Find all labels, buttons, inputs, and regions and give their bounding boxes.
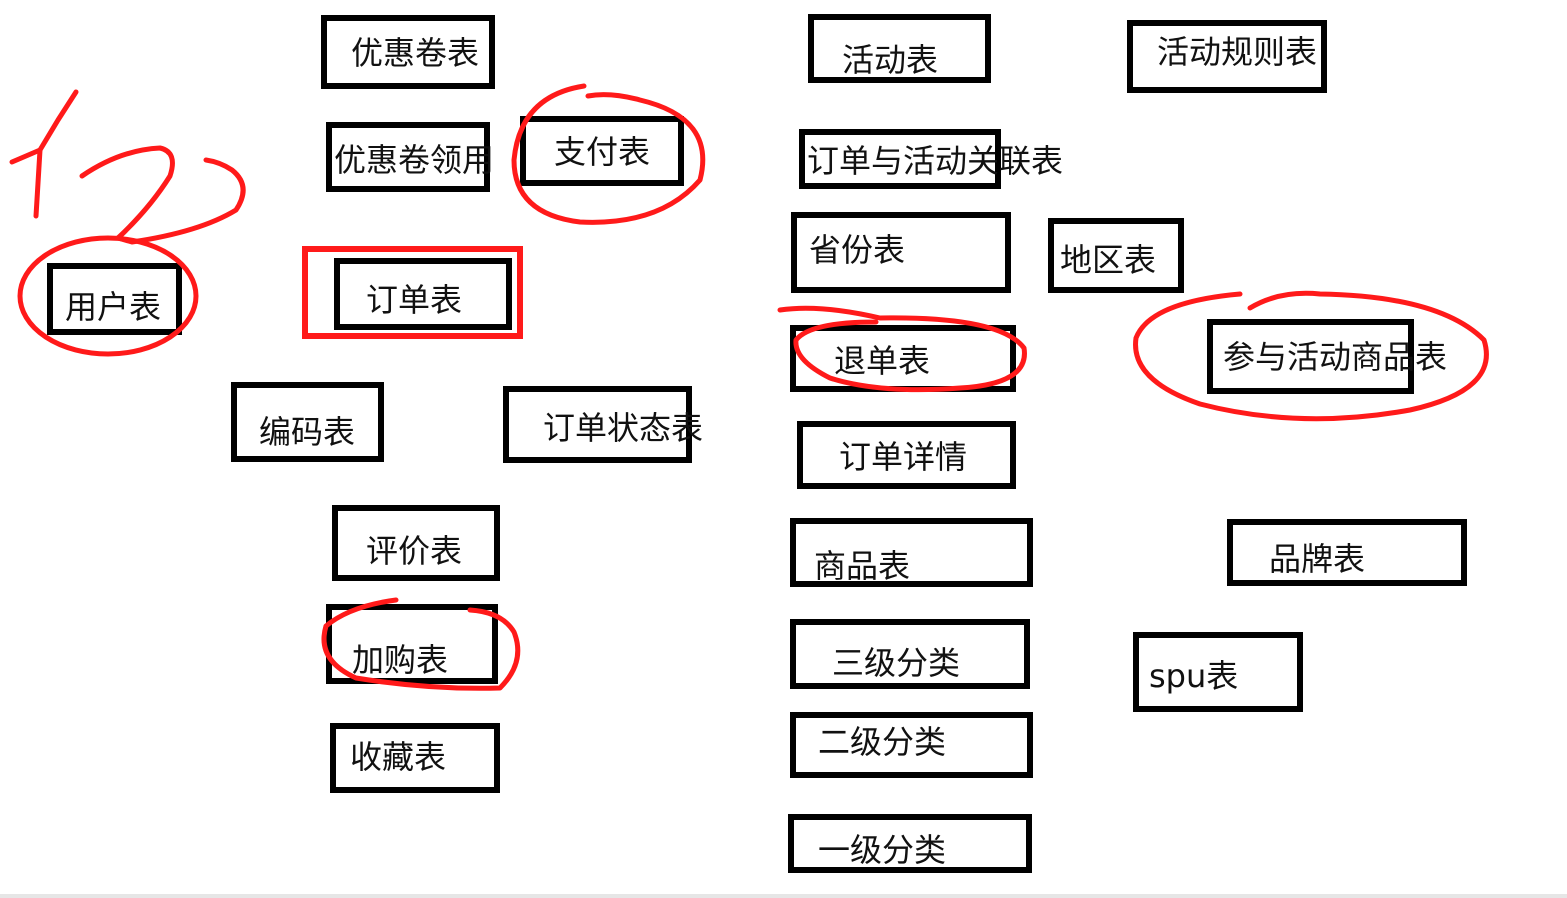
table-box-cart: 加购表 bbox=[326, 604, 498, 684]
table-label-order-detail: 订单详情 bbox=[839, 438, 968, 476]
table-box-refund: 退单表 bbox=[790, 325, 1016, 392]
table-box-sku: 商品表 bbox=[790, 518, 1033, 587]
table-box-category2: 二级分类 bbox=[790, 712, 1033, 778]
table-label-user: 用户表 bbox=[65, 288, 162, 326]
table-box-coupon: 优惠卷表 bbox=[321, 15, 495, 89]
digit-one-stroke bbox=[9, 89, 79, 165]
table-label-category3: 三级分类 bbox=[832, 644, 961, 682]
table-box-comment: 评价表 bbox=[332, 505, 500, 581]
table-box-activity-rule: 活动规则表 bbox=[1127, 20, 1327, 93]
table-label-coupon-use: 优惠卷领用 bbox=[334, 141, 495, 179]
table-label-order-activity: 订单与活动关联表 bbox=[807, 142, 1064, 180]
table-box-province: 省份表 bbox=[791, 212, 1011, 293]
table-label-refund: 退单表 bbox=[834, 342, 931, 380]
table-label-comment: 评价表 bbox=[366, 532, 463, 570]
digit-one-stem bbox=[33, 147, 43, 219]
table-box-code: 编码表 bbox=[231, 382, 384, 462]
table-box-payment: 支付表 bbox=[520, 116, 684, 186]
table-box-order: 订单表 bbox=[334, 258, 512, 330]
table-label-province: 省份表 bbox=[809, 231, 906, 269]
handwritten-number bbox=[9, 89, 246, 245]
table-box-coupon-use: 优惠卷领用 bbox=[326, 122, 494, 192]
table-label-spu: spu表 bbox=[1149, 657, 1239, 695]
table-box-brand: 品牌表 bbox=[1227, 519, 1467, 586]
table-box-order-activity: 订单与活动关联表 bbox=[799, 129, 1063, 189]
table-label-order: 订单表 bbox=[366, 281, 463, 319]
bottom-edge bbox=[0, 894, 1567, 898]
table-box-spu: spu表 bbox=[1133, 632, 1303, 712]
table-label-region: 地区表 bbox=[1060, 241, 1157, 279]
table-label-category2: 二级分类 bbox=[818, 723, 947, 761]
table-box-order-detail: 订单详情 bbox=[797, 421, 1016, 489]
table-box-user: 用户表 bbox=[47, 263, 182, 335]
table-label-code: 编码表 bbox=[259, 413, 356, 451]
table-box-region: 地区表 bbox=[1048, 218, 1184, 293]
table-label-category1: 一级分类 bbox=[818, 831, 947, 869]
table-label-activity: 活动表 bbox=[842, 41, 939, 79]
table-label-favorite: 收藏表 bbox=[350, 738, 447, 776]
table-label-brand: 品牌表 bbox=[1269, 540, 1366, 578]
table-label-activity-rule: 活动规则表 bbox=[1157, 33, 1318, 71]
digit-two-stroke bbox=[79, 145, 246, 245]
table-box-activity: 活动表 bbox=[808, 14, 991, 83]
table-box-activity-sku: 参与活动商品表 bbox=[1207, 319, 1447, 394]
table-box-favorite: 收藏表 bbox=[330, 723, 500, 793]
table-label-coupon: 优惠卷表 bbox=[351, 34, 480, 72]
table-label-payment: 支付表 bbox=[554, 133, 651, 171]
table-box-category3: 三级分类 bbox=[790, 619, 1030, 689]
table-label-sku: 商品表 bbox=[814, 547, 911, 585]
table-box-order-status: 订单状态表 bbox=[503, 386, 703, 463]
table-label-cart: 加购表 bbox=[352, 641, 449, 679]
table-label-activity-sku: 参与活动商品表 bbox=[1223, 338, 1448, 376]
table-label-order-status: 订单状态表 bbox=[543, 409, 704, 447]
table-box-category1: 一级分类 bbox=[788, 814, 1032, 873]
order-table-highlight bbox=[302, 246, 523, 339]
